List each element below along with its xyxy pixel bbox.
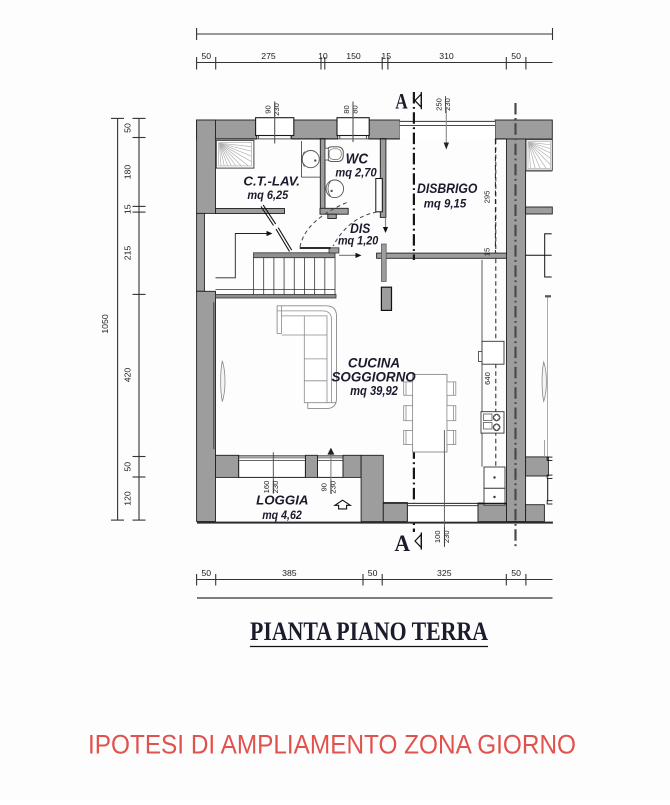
svg-text:mq 39,92: mq 39,92 bbox=[350, 384, 398, 398]
svg-text:80: 80 bbox=[342, 105, 351, 113]
svg-text:IPOTESI DI AMPLIAMENTO ZONA GI: IPOTESI DI AMPLIAMENTO ZONA GIORNO bbox=[88, 730, 576, 760]
svg-text:1050: 1050 bbox=[100, 314, 110, 333]
svg-text:mq 6,25: mq 6,25 bbox=[247, 188, 288, 202]
svg-text:80: 80 bbox=[351, 105, 360, 113]
svg-text:230: 230 bbox=[272, 103, 281, 116]
svg-text:WC: WC bbox=[346, 150, 370, 167]
svg-text:mq 4,62: mq 4,62 bbox=[262, 508, 302, 522]
svg-text:100: 100 bbox=[433, 530, 442, 543]
svg-text:250: 250 bbox=[434, 98, 443, 111]
svg-text:90: 90 bbox=[264, 105, 273, 113]
svg-text:mq 9,15: mq 9,15 bbox=[424, 196, 467, 210]
svg-text:385: 385 bbox=[282, 568, 297, 578]
svg-text:90: 90 bbox=[320, 483, 329, 491]
svg-text:50: 50 bbox=[123, 462, 133, 472]
svg-text:325: 325 bbox=[437, 568, 452, 578]
svg-text:DISBRIGO: DISBRIGO bbox=[417, 181, 478, 196]
svg-text:CUCINA: CUCINA bbox=[348, 355, 400, 370]
svg-text:230: 230 bbox=[443, 98, 452, 111]
svg-text:310: 310 bbox=[439, 51, 454, 61]
svg-text:PIANTA PIANO TERRA: PIANTA PIANO TERRA bbox=[250, 617, 488, 646]
svg-text:160: 160 bbox=[262, 481, 271, 494]
svg-text:230: 230 bbox=[442, 530, 451, 543]
svg-text:15: 15 bbox=[123, 204, 133, 214]
svg-text:50: 50 bbox=[123, 123, 133, 133]
svg-text:A: A bbox=[395, 531, 411, 556]
svg-text:50: 50 bbox=[368, 568, 378, 578]
svg-text:15: 15 bbox=[381, 51, 391, 61]
svg-text:DIS: DIS bbox=[350, 220, 371, 236]
svg-text:10: 10 bbox=[318, 51, 328, 61]
svg-text:640: 640 bbox=[483, 372, 492, 385]
svg-text:230: 230 bbox=[271, 481, 280, 494]
svg-text:275: 275 bbox=[261, 51, 276, 61]
svg-text:420: 420 bbox=[123, 368, 133, 383]
svg-text:50: 50 bbox=[201, 568, 211, 578]
svg-text:50: 50 bbox=[511, 568, 521, 578]
svg-text:mq 2,70: mq 2,70 bbox=[335, 166, 377, 180]
svg-text:230: 230 bbox=[328, 481, 337, 494]
svg-text:50: 50 bbox=[511, 51, 521, 61]
svg-text:50: 50 bbox=[201, 51, 211, 61]
svg-text:A: A bbox=[395, 88, 408, 113]
svg-text:120: 120 bbox=[123, 491, 133, 506]
svg-text:15: 15 bbox=[483, 248, 492, 256]
svg-text:SOGGIORNO: SOGGIORNO bbox=[331, 370, 416, 385]
svg-text:150: 150 bbox=[346, 51, 361, 61]
svg-text:215: 215 bbox=[123, 246, 133, 261]
svg-text:295: 295 bbox=[483, 191, 492, 204]
svg-text:180: 180 bbox=[123, 165, 133, 180]
svg-text:LOGGIA: LOGGIA bbox=[256, 493, 308, 508]
svg-text:C.T.-LAV.: C.T.-LAV. bbox=[243, 174, 300, 189]
svg-text:mq 1,20: mq 1,20 bbox=[338, 234, 379, 248]
